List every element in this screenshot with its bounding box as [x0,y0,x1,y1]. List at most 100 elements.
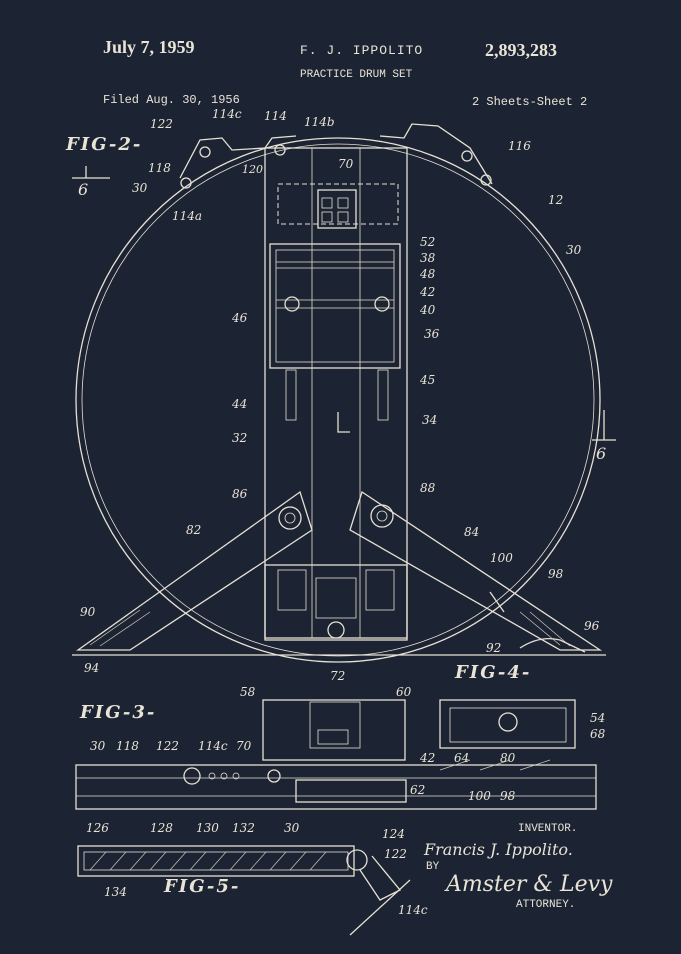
leg-84 [349,490,603,651]
label-86: 86 [232,487,248,501]
by-caption: BY [426,861,440,873]
label-94: 94 [84,661,100,675]
label-130: 130 [196,821,219,835]
fig2-title: FIG-2- [66,134,143,155]
clip-100 [489,591,505,613]
label-45: 45 [420,373,436,387]
label-100-fig3: 100 [468,789,491,803]
fig2-drawing [72,123,616,663]
bolt-114 [274,144,286,156]
label-54: 54 [590,711,606,725]
label-126: 126 [86,821,109,835]
patent-date: July 7, 1959 [103,37,195,57]
fig5-drawing [77,845,411,936]
fig3-title: FIG-3- [80,702,157,723]
label-44: 44 [232,397,248,411]
label-82: 82 [186,523,202,537]
label-120: 120 [242,163,263,176]
fig4-drawing [439,699,576,749]
bolt-116 [461,150,473,162]
wing-nut-88 [370,504,394,528]
fig3-rail [75,764,597,810]
label-38: 38 [420,251,436,265]
fig3-screw-70 [267,769,281,783]
label-88: 88 [420,481,436,495]
drum-inner-ring [81,143,595,657]
label-124: 124 [382,827,405,841]
label-64: 64 [454,751,470,765]
label-128: 128 [150,821,173,835]
label-84: 84 [464,525,480,539]
label-114c: 114c [212,107,242,121]
label-52: 52 [420,235,436,249]
fig3-slider [295,779,407,803]
label-48: 48 [420,267,436,281]
wing-nut-86 [278,506,302,530]
base-block [264,564,408,641]
label-42: 42 [420,285,436,299]
base-screw [327,621,345,639]
label-100: 100 [490,551,513,565]
label-118: 118 [148,161,171,175]
drum-outer-ring [75,137,601,663]
bolt-right [480,174,492,186]
attorney-signature: Amster & Levy [446,872,613,897]
fig4-nut [498,712,518,732]
label-12: 12 [548,193,564,207]
section-mark-right: 6 [596,444,607,463]
pad-block-70 [317,189,357,229]
label-58: 58 [240,685,256,699]
label-92: 92 [486,641,502,655]
label-30-left: 30 [132,181,148,195]
patent-number: 2,893,283 [485,40,557,60]
sheet-count: 2 Sheets-Sheet 2 [472,95,588,109]
label-40: 40 [420,303,436,317]
label-42-fig3: 42 [420,751,436,765]
label-68: 68 [590,727,606,741]
label-114b: 114b [304,115,335,129]
practice-pad [269,243,401,369]
label-72: 72 [330,669,346,683]
label-132: 132 [232,821,255,835]
label-36: 36 [424,327,440,341]
fig5-title: FIG-5- [164,876,241,897]
bolt-118 [180,177,192,189]
label-32: 32 [232,431,248,445]
label-34: 34 [422,413,438,427]
left-bracket [179,135,297,179]
label-114c-fig5: 114c [398,903,428,917]
attorney-caption: ATTORNEY. [516,899,576,911]
inventor-header: F. J. IPPOLITO [300,43,424,58]
label-70-fig3: 70 [236,739,252,753]
label-96: 96 [584,619,600,633]
fig5-bar [77,845,355,877]
label-114a: 114a [172,209,203,223]
label-122-fig3: 122 [156,739,179,753]
label-98-fig3: 98 [500,789,516,803]
label-70: 70 [338,157,354,171]
label-114c-fig3: 114c [198,739,228,753]
fig5-bracket [359,855,402,901]
label-30-fig3: 30 [90,739,106,753]
foot-96 [519,637,586,653]
label-46: 46 [232,311,248,325]
inventor-signature: Francis J. Ippolito. [424,840,573,859]
section-mark-left: 6 [78,180,89,199]
fig3-bolt [183,767,201,785]
screw-42 [374,296,390,312]
inventor-caption: INVENTOR. [518,823,578,835]
label-122: 122 [150,117,173,131]
screw-46 [284,296,300,312]
label-114: 114 [264,109,287,123]
bolt-122 [199,146,211,158]
label-30-fig5: 30 [284,821,300,835]
label-62: 62 [410,783,426,797]
label-118-fig3: 118 [116,739,139,753]
label-90: 90 [80,605,96,619]
label-60: 60 [396,685,412,699]
fig3-drawing [75,699,597,810]
fig5-clamp [346,849,368,871]
label-122-fig5: 122 [384,847,407,861]
patent-title: PRACTICE DRUM SET [300,69,413,81]
